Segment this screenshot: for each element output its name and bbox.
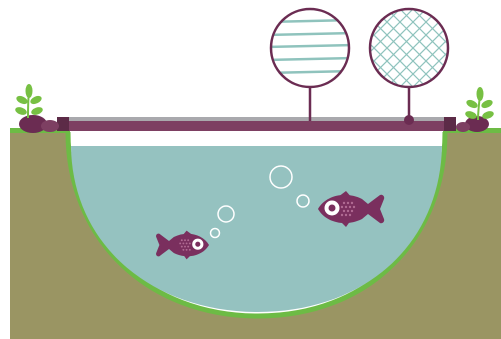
mesh-line [454,0,501,98]
mesh-line [370,9,425,87]
pond-water [71,146,442,312]
plant-icon [15,84,43,119]
cover-end-cap-left [57,117,69,131]
mesh-line [440,9,448,87]
mesh-line [370,9,412,87]
mesh-line [401,9,448,87]
bubbles [209,165,310,239]
mesh-line [388,9,448,87]
rock-left [19,115,59,133]
fish-icon [318,191,385,227]
stripe-pattern-icon [269,7,351,121]
mesh-line [375,9,448,87]
ground-soil [10,130,501,339]
mesh-line [454,0,501,98]
mesh-line [370,9,412,87]
bubble [209,227,221,239]
rock-right [456,116,489,132]
mesh-line [440,9,448,87]
pond-cover [60,121,455,131]
bubble [296,194,310,208]
cover-end-cap-right [444,117,456,131]
air-gap [71,131,442,146]
pond-cover-rail [60,117,455,121]
fish-icon [156,230,209,260]
mesh-line [401,9,448,87]
bubble [217,205,235,223]
pond-liner [65,131,448,319]
bubble [269,165,293,189]
mesh-line [370,9,438,87]
plant-icon [465,87,494,121]
